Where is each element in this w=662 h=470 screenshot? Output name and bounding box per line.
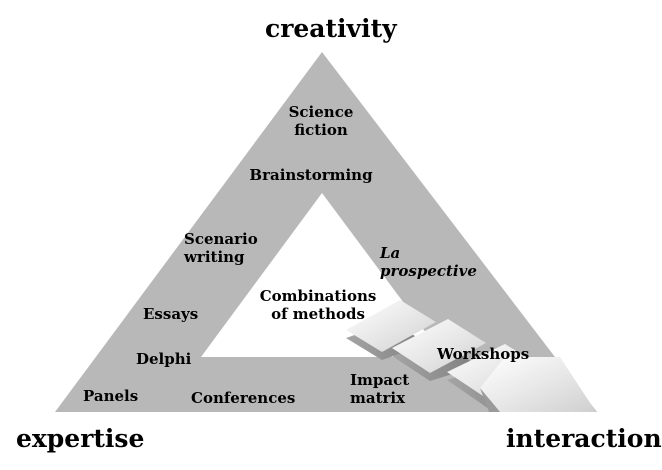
vertex-label-expertise: expertise <box>16 424 145 453</box>
method-la-prospective: La prospective <box>380 244 477 280</box>
method-impact-matrix: Impact matrix <box>350 371 409 407</box>
method-scenario-writing-line1: Scenario <box>184 230 258 248</box>
method-science-fiction: Science fiction <box>281 103 361 139</box>
arrow-segment-2 <box>392 319 486 373</box>
method-combinations-line2: of methods <box>271 305 365 323</box>
vertex-label-creativity: creativity <box>265 14 397 43</box>
arrow-head-shade <box>480 388 500 412</box>
method-conferences: Conferences <box>191 389 296 407</box>
method-delphi: Delphi <box>136 350 192 368</box>
method-workshops: Workshops <box>437 345 530 363</box>
method-brainstorming: Brainstorming <box>249 166 373 184</box>
method-combinations-of-methods: Combinations of methods <box>250 287 386 323</box>
arrow-head <box>480 357 596 412</box>
outer-triangle <box>55 52 597 412</box>
method-scenario-writing: Scenario writing <box>184 230 278 266</box>
vertex-label-interaction: interaction <box>506 424 662 453</box>
method-panels: Panels <box>83 387 139 405</box>
method-combinations-line1: Combinations <box>259 287 377 305</box>
method-impact-matrix-line2: matrix <box>350 389 406 407</box>
method-science-fiction-line2: fiction <box>294 121 348 139</box>
method-la-prospective-line1: La <box>380 244 401 262</box>
arrow-segment-1 <box>346 300 436 352</box>
method-la-prospective-line2: prospective <box>380 262 477 280</box>
method-science-fiction-line1: Science <box>288 103 354 121</box>
method-essays: Essays <box>143 305 199 323</box>
method-scenario-writing-line2: writing <box>184 248 245 266</box>
method-impact-matrix-line1: Impact <box>350 371 410 389</box>
